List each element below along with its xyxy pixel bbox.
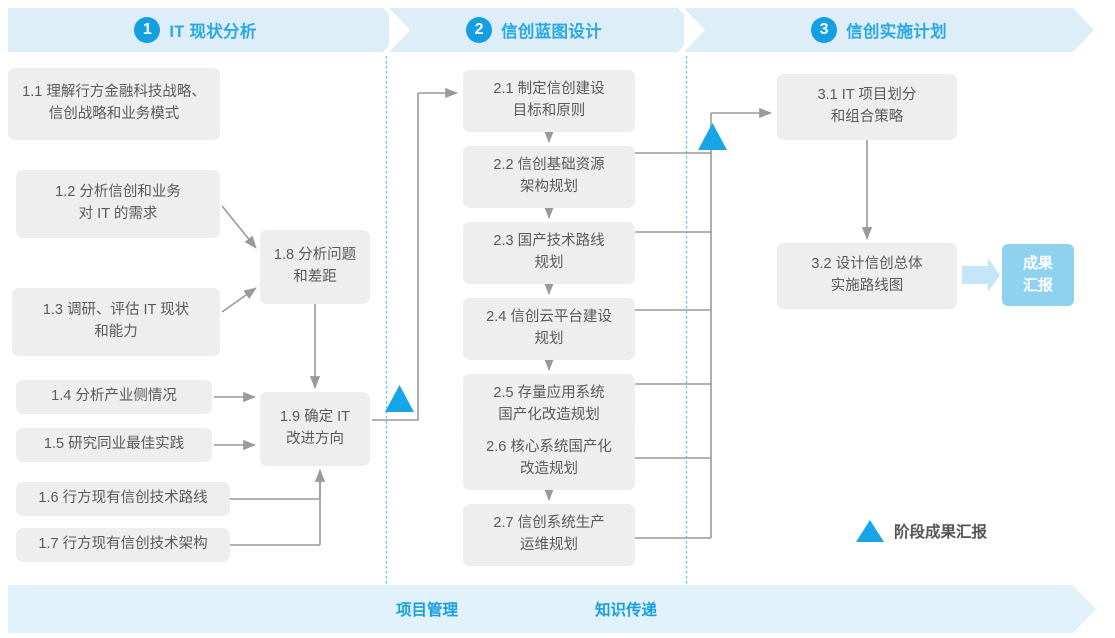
legend: 阶段成果汇报 [856,520,987,542]
bottom-band-chevron [1073,585,1096,633]
result-arrow [962,258,1000,292]
phase-title: IT 现状分析 [169,23,257,41]
phase-title: 信创实施计划 [846,23,947,41]
task-box-1-3[interactable]: 1.3 调研、评估 IT 现状 和能力 [12,288,220,356]
task-box-1-6[interactable]: 1.6 行方现有信创技术路线 [16,482,230,516]
bottom-label-knowledge-transfer: 知识传递 [595,602,658,619]
task-box-1-2[interactable]: 1.2 分析信创和业务 对 IT 的需求 [16,170,220,238]
task-box-2-6[interactable]: 2.6 核心系统国产化 改造规划 [463,428,635,490]
phase-chevron [1073,8,1094,52]
phase-notch [684,8,705,52]
bottom-label-project-management: 项目管理 [396,602,459,619]
task-box-3-2[interactable]: 3.2 设计信创总体 实施路线图 [777,243,957,309]
result-box[interactable]: 成果 汇报 [1002,244,1074,306]
phase-number: 2 [466,17,493,43]
task-box-1-5[interactable]: 1.5 研究同业最佳实践 [16,428,212,462]
task-box-2-7[interactable]: 2.7 信创系统生产 运维规划 [463,504,635,566]
task-box-3-1[interactable]: 3.1 IT 项目划分 和组合策略 [777,74,957,140]
task-box-1-7[interactable]: 1.7 行方现有信创技术架构 [16,528,230,562]
phase-title: 信创蓝图设计 [501,23,602,41]
bottom-band: 项目管理 知识传递 [8,585,1096,633]
task-box-2-4[interactable]: 2.4 信创云平台建设 规划 [463,298,635,360]
task-box-2-1[interactable]: 2.1 制定信创建设 目标和原则 [463,70,635,132]
phase-band-1: 1 IT 现状分析 [8,8,404,52]
task-box-2-5[interactable]: 2.5 存量应用系统 国产化改造规划 [463,374,635,436]
task-box-1-4[interactable]: 1.4 分析产业侧情况 [16,380,212,414]
blue-triangle-icon [856,520,884,542]
phase-number: 1 [134,17,161,43]
phase-band-2: 2 信创蓝图设计 [389,8,699,52]
task-box-1-8[interactable]: 1.8 分析问题 和差距 [260,230,370,304]
phase-number: 3 [811,17,838,43]
legend-label: 阶段成果汇报 [894,524,988,541]
task-box-2-3[interactable]: 2.3 国产技术路线 规划 [463,222,635,284]
task-box-2-2[interactable]: 2.2 信创基础资源 架构规划 [463,146,635,208]
phase-band-3: 3 信创实施计划 [684,8,1094,52]
task-box-1-1[interactable]: 1.1 理解行方金融科技战略、 信创战略和业务模式 [8,68,220,140]
task-box-1-9[interactable]: 1.9 确定 IT 改进方向 [260,392,370,466]
phase-notch [389,8,410,52]
